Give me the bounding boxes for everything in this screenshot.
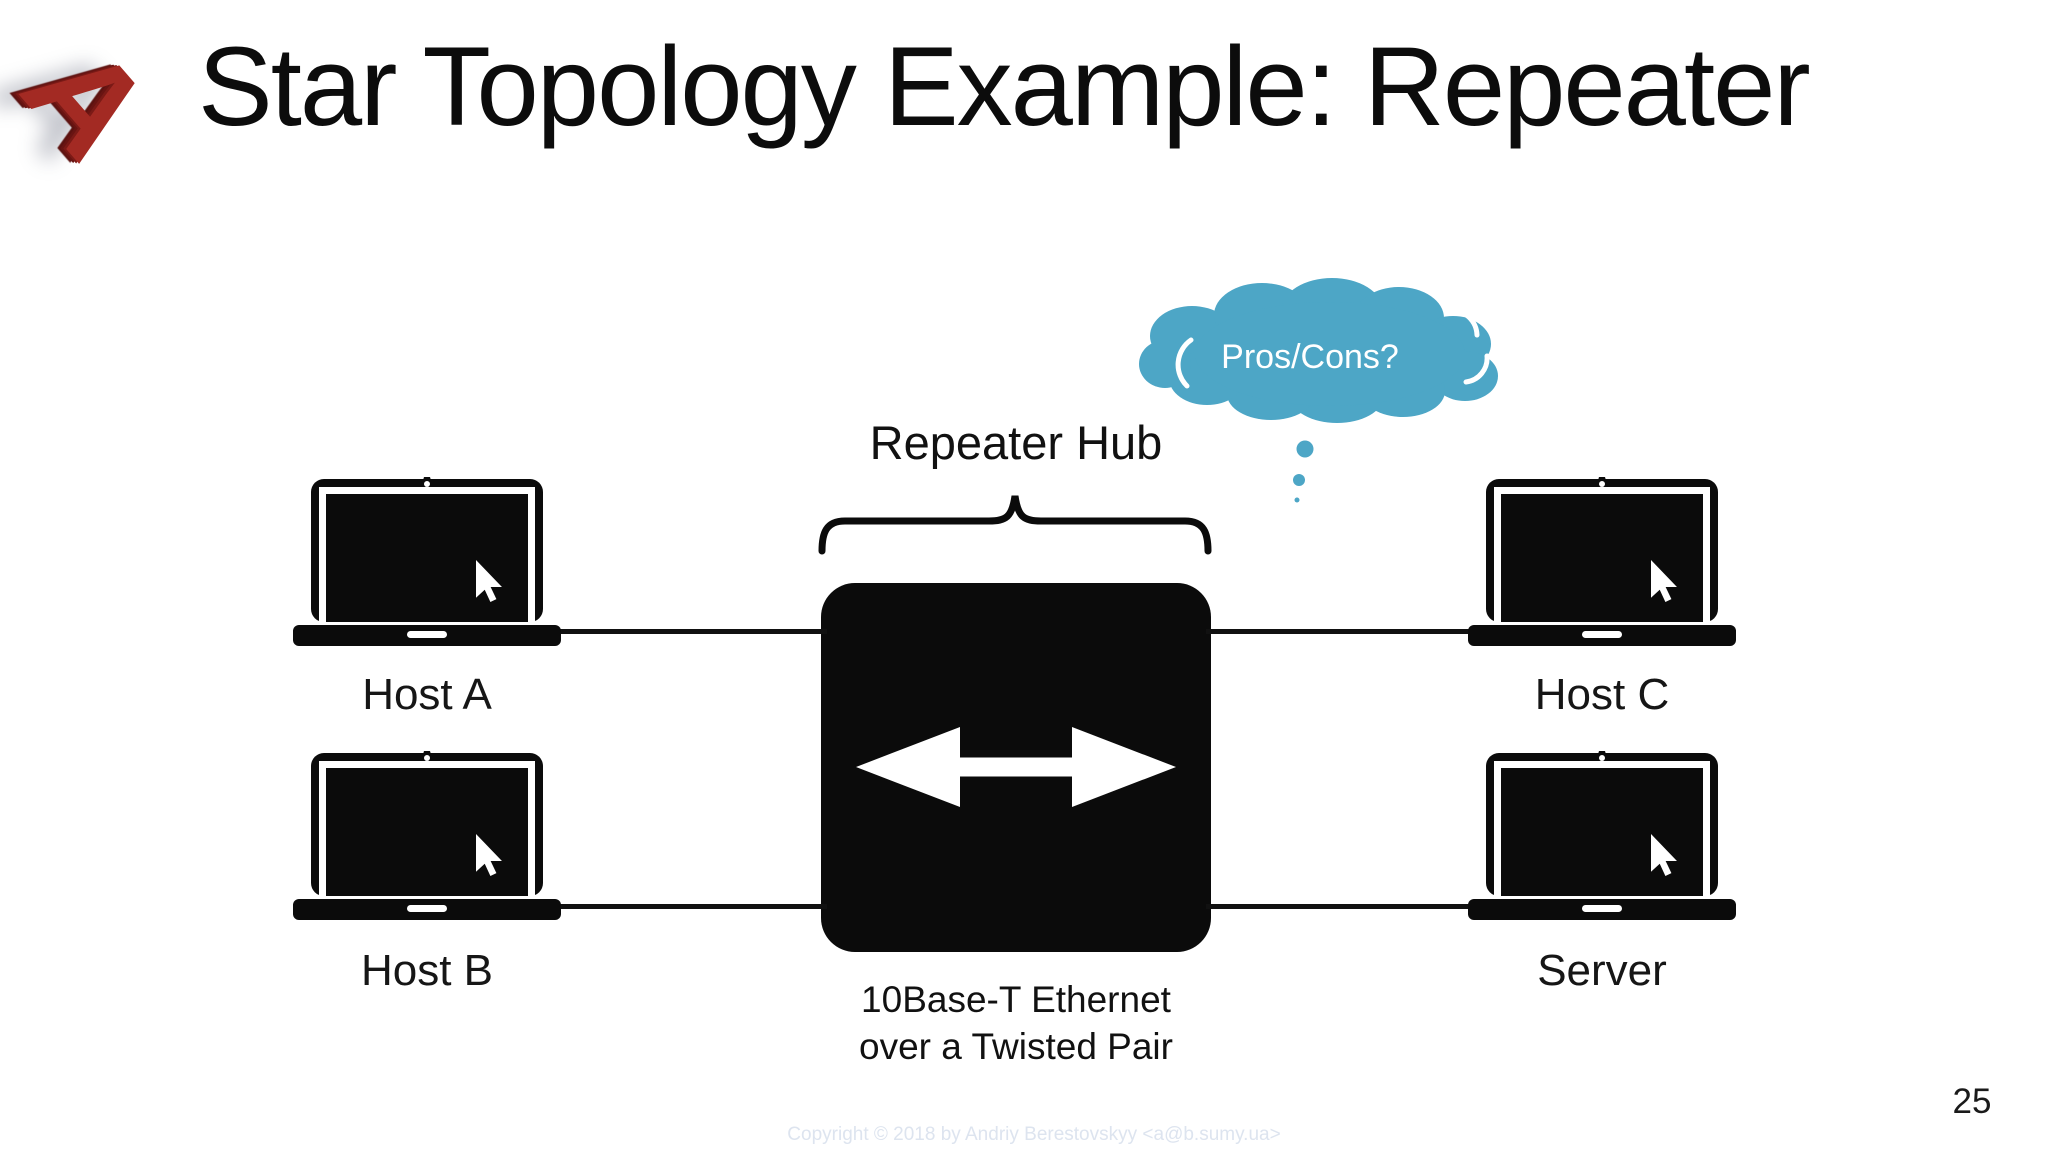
logo-letter: A: [0, 19, 184, 184]
node-label-host-a: Host A: [362, 670, 492, 719]
cable-server: [1206, 904, 1476, 909]
repeater-hub: [821, 583, 1211, 952]
slide-title: Star Topology Example: Repeater: [198, 24, 1811, 149]
cable-host-b: [555, 904, 827, 909]
hub-caption-line2: over a Twisted Pair: [859, 1026, 1173, 1067]
brace-icon: [818, 495, 1212, 555]
thought-cloud-icon: [1139, 278, 1498, 423]
cable-host-c: [1206, 629, 1476, 634]
page-number: 25: [1952, 1082, 1992, 1121]
laptop-icon-server: [1468, 751, 1736, 920]
node-label-host-b: Host B: [360, 946, 494, 995]
hub-caption: 10Base-T Ethernet over a Twisted Pair: [766, 976, 1266, 1070]
node-label-host-c: Host C: [1534, 670, 1670, 719]
hub-label: Repeater Hub: [869, 416, 1163, 469]
thought-bubble-text: Pros/Cons?: [1221, 338, 1399, 376]
laptop-icon-host-b: [293, 751, 561, 920]
hub-caption-line1: 10Base-T Ethernet: [861, 979, 1171, 1020]
thought-dots-icon: [1293, 440, 1314, 503]
node-label-server: Server: [1537, 946, 1667, 995]
laptop-icon-host-a: [293, 477, 561, 646]
cable-host-a: [555, 629, 827, 634]
copyright-text: Copyright © 2018 by Andriy Berestovskyy …: [787, 1124, 1281, 1145]
course-logo-icon: A: [0, 20, 184, 200]
double-arrow-icon: [856, 727, 1176, 807]
laptop-icon-host-c: [1468, 477, 1736, 646]
